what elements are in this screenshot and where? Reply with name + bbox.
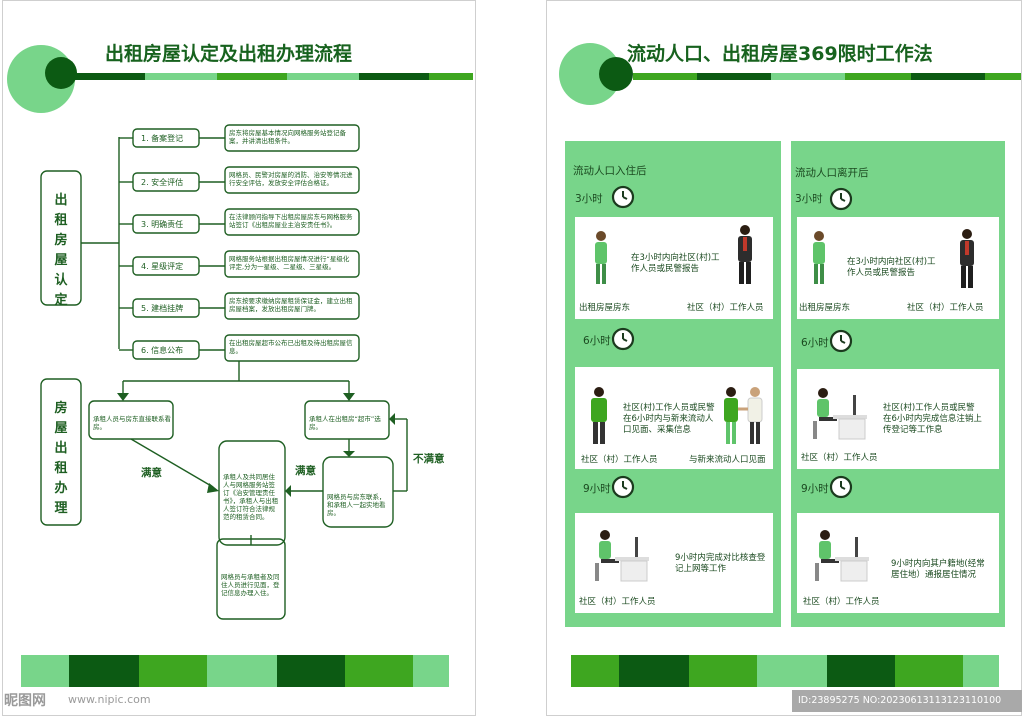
clock-icon [611, 185, 635, 209]
desk-worker-icon [595, 530, 649, 582]
landlord-figure-icon [595, 231, 607, 284]
label-unsatisfied: 不满意 [413, 453, 445, 465]
step-label: 3. 明确责任 [141, 220, 184, 229]
decor-circle-small [599, 57, 633, 91]
step-description: 房东按要求缴纳房屋租赁保证金，建立出租房屋档案，发放出租房屋门牌。 [229, 297, 353, 313]
step-label: 5. 建档挂牌 [141, 304, 184, 313]
column-header: 流动人口入住后 [573, 165, 647, 177]
bottom-color-bar [21, 655, 449, 687]
left-poster: 出租房屋认定及出租办理流程 [2, 0, 476, 716]
watermark-url: www.nipic.com [68, 693, 151, 706]
step-label: 1. 备案登记 [141, 134, 184, 143]
hour-label: 9小时 [583, 483, 611, 495]
box-contract: 承租人及共同居住人与网格服务站签订《治安管理责任书》，承租人与出租人签订符合法律… [223, 473, 279, 521]
card-text: 社区(村)工作人员或民警在6小时内完成信息注销上传登记等工作息 [883, 403, 982, 435]
clock-icon [829, 329, 853, 353]
title-stripe [75, 73, 473, 80]
card-label: 出租房屋房东 [579, 303, 631, 313]
step-label: 4. 星级评定 [141, 262, 184, 271]
step-description: 网格服务站根据出租房屋情况进行“星级化评定,分为一星级、二星级、三星级。 [229, 255, 350, 271]
staff-figure-icon [591, 387, 607, 444]
column-header: 流动人口离开后 [795, 167, 869, 179]
clock-icon [829, 187, 853, 211]
clock-icon [611, 475, 635, 499]
staff-figure-icon [960, 229, 974, 288]
desk-worker-icon [813, 388, 867, 440]
label-satisfied: 满意 [141, 467, 162, 479]
hour-label: 3小时 [795, 193, 823, 205]
card-text: 9小时内向其户籍地(经常居住地）通报居住情况 [891, 559, 985, 580]
decor-circle-small [45, 57, 77, 89]
left-title: 出租房屋认定及出租办理流程 [105, 43, 353, 65]
hour-label: 6小时 [583, 335, 611, 347]
step-description: 在法律顾问指导下出租房屋房东与网格服务站签订《出租房屋业主治安责任书》。 [229, 213, 353, 229]
flowchart-lines [40, 124, 408, 620]
box-agent: 网格员与房东联系，和承租人一起实地看房。 [327, 493, 386, 517]
bottom-color-bar [571, 655, 999, 687]
hour-label: 9小时 [801, 483, 829, 495]
box-register: 网格员与承租者及同住人员进行见面，登记信息办理入住。 [221, 573, 280, 597]
box-renter-direct: 承租人员与房东直接联系看房。 [93, 415, 171, 431]
info-card [575, 367, 773, 469]
box-supermarket: 承租人在出租房“超市”选房。 [309, 415, 381, 431]
hour-label: 6小时 [801, 337, 829, 349]
card-label: 社区（村）工作人员 [801, 453, 878, 463]
card-label: 社区（村）工作人员 [581, 455, 658, 465]
card-text: 在3小时内向社区(村)工作人员或民警报告 [631, 253, 720, 274]
label-satisfied: 满意 [295, 465, 316, 477]
card-label: 社区（村）工作人员 [579, 597, 656, 607]
section-label-rental: 房屋出租办理 [54, 401, 68, 516]
right-poster: 流动人口、出租房屋369限时工作法 流动人口入住后 3小时 在3小时内向社区(村… [546, 0, 1022, 716]
step-description: 网格员、民警对房屋的消防、治安等情况进行安全评估，发放安全评估合格证。 [229, 171, 353, 187]
step-label: 2. 安全评估 [141, 178, 184, 187]
card-text: 在3小时内向社区(村)工作人员或民警报告 [847, 257, 936, 278]
watermark-logo: 昵图网 [4, 693, 46, 709]
card-label: 社区（村）工作人员 [687, 303, 764, 313]
clock-icon [829, 475, 853, 499]
card-text: 9小时内完成对比核查登记上网等工作 [675, 553, 766, 574]
landlord-figure-icon [813, 231, 825, 284]
title-stripe [633, 73, 1021, 80]
image-id-strip: ID:23895275 NO:20230613113123110100 [792, 690, 1022, 712]
desk-worker-icon [815, 530, 869, 582]
step-description: 房东将房屋基本情况向网格服务站登记备案，并讲清出租条件。 [229, 129, 346, 145]
clock-icon [611, 327, 635, 351]
card-label: 社区（村）工作人员 [907, 303, 984, 313]
step-label: 6. 信息公布 [141, 346, 184, 355]
handshake-figures-icon [724, 387, 763, 444]
staff-figure-icon [738, 225, 752, 284]
hour-label: 3小时 [575, 193, 603, 205]
card-label: 与新来流动人口见面 [689, 455, 766, 465]
step-description: 在出租房屋超市公布已出租及待出租房屋信息。 [229, 339, 353, 355]
card-text: 社区(村)工作人员或民警在6小时内与新来流动人口见面、采集信息 [623, 403, 715, 435]
card-label: 社区（村）工作人员 [803, 597, 880, 607]
right-title: 流动人口、出租房屋369限时工作法 [627, 43, 933, 65]
card-label: 出租房屋房东 [799, 303, 851, 313]
section-label-identify: 出租房屋认定 [54, 193, 68, 308]
